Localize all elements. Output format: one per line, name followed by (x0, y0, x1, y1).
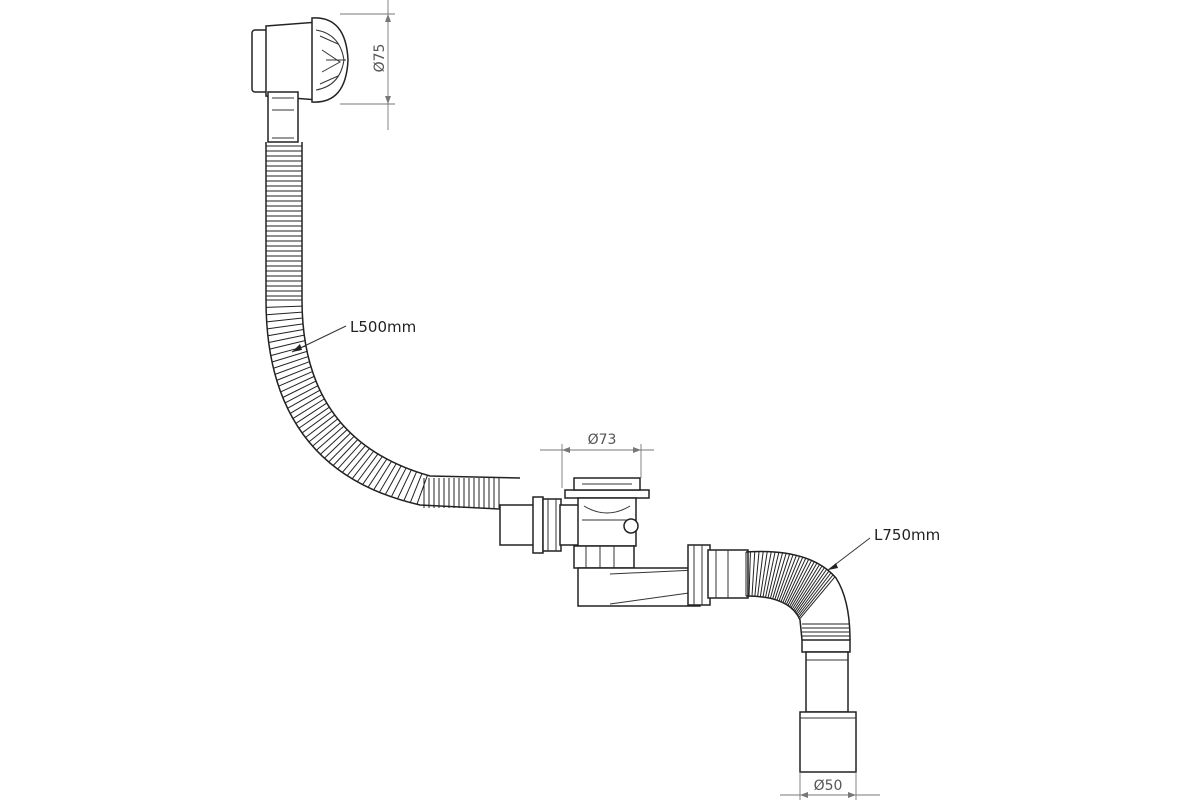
outlet-hose-length-callout: L750mm (827, 526, 940, 571)
overflow-hose-length-label: L500mm (350, 318, 416, 336)
drain-body (564, 477, 701, 607)
overflow-head (251, 17, 349, 103)
drain-diameter-dimension: Ø73 (540, 432, 654, 488)
overflow-neck (267, 91, 299, 143)
overflow-corrugated-hose (265, 142, 521, 511)
outlet-corrugated-hose (745, 550, 851, 641)
outlet-hose-length-label: L750mm (874, 526, 940, 544)
overflow-diameter-label: Ø75 (372, 44, 388, 73)
outlet-pipe (799, 639, 857, 773)
overflow-hose-length-callout: L500mm (291, 318, 416, 353)
outlet-diameter-dimension: Ø50 (780, 772, 880, 800)
outlet-adapter (687, 544, 749, 606)
outlet-diameter-label: Ø50 (814, 778, 843, 794)
drain-diameter-label: Ø73 (588, 432, 617, 448)
overflow-diameter-dimension: Ø75 (340, 0, 395, 130)
overflow-hose-connector (499, 496, 583, 554)
